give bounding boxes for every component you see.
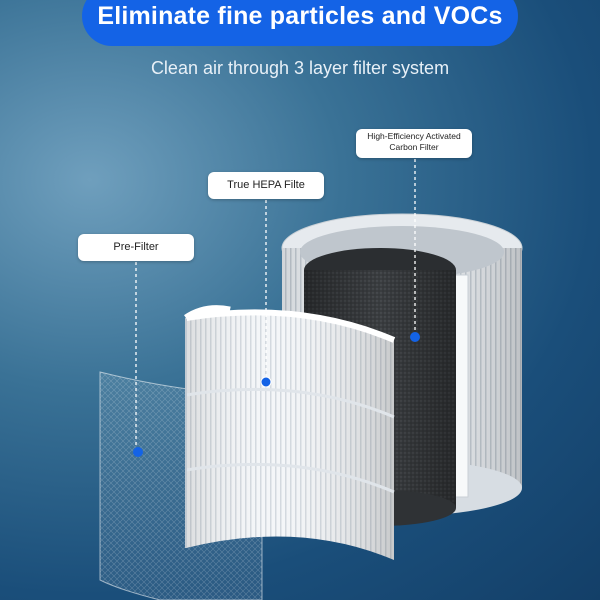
callout-carbon: High-Efficiency Activated Carbon Filter	[356, 129, 472, 158]
hepa-pleated-filter	[184, 305, 396, 560]
subheadline: Clean air through 3 layer filter system	[150, 58, 450, 78]
callout-leaders	[135, 159, 416, 452]
callout-hepa: True HEPA Filte	[208, 172, 324, 199]
callout-hepa-label: True HEPA Filte	[227, 179, 305, 191]
hepa-marker-dot	[260, 376, 272, 388]
callout-prefilter-label: Pre-Filter	[113, 241, 159, 253]
callout-carbon-label-line1: High-Efficiency Activated	[367, 131, 461, 141]
carbon-marker-dot	[410, 332, 420, 342]
headline: Eliminate fine particles and VOCs	[97, 2, 503, 30]
prefilter-marker-dot	[133, 447, 143, 457]
callout-prefilter: Pre-Filter	[78, 234, 194, 261]
callout-carbon-label-line2: Carbon Filter	[389, 142, 439, 152]
headline-pill	[82, 0, 518, 46]
